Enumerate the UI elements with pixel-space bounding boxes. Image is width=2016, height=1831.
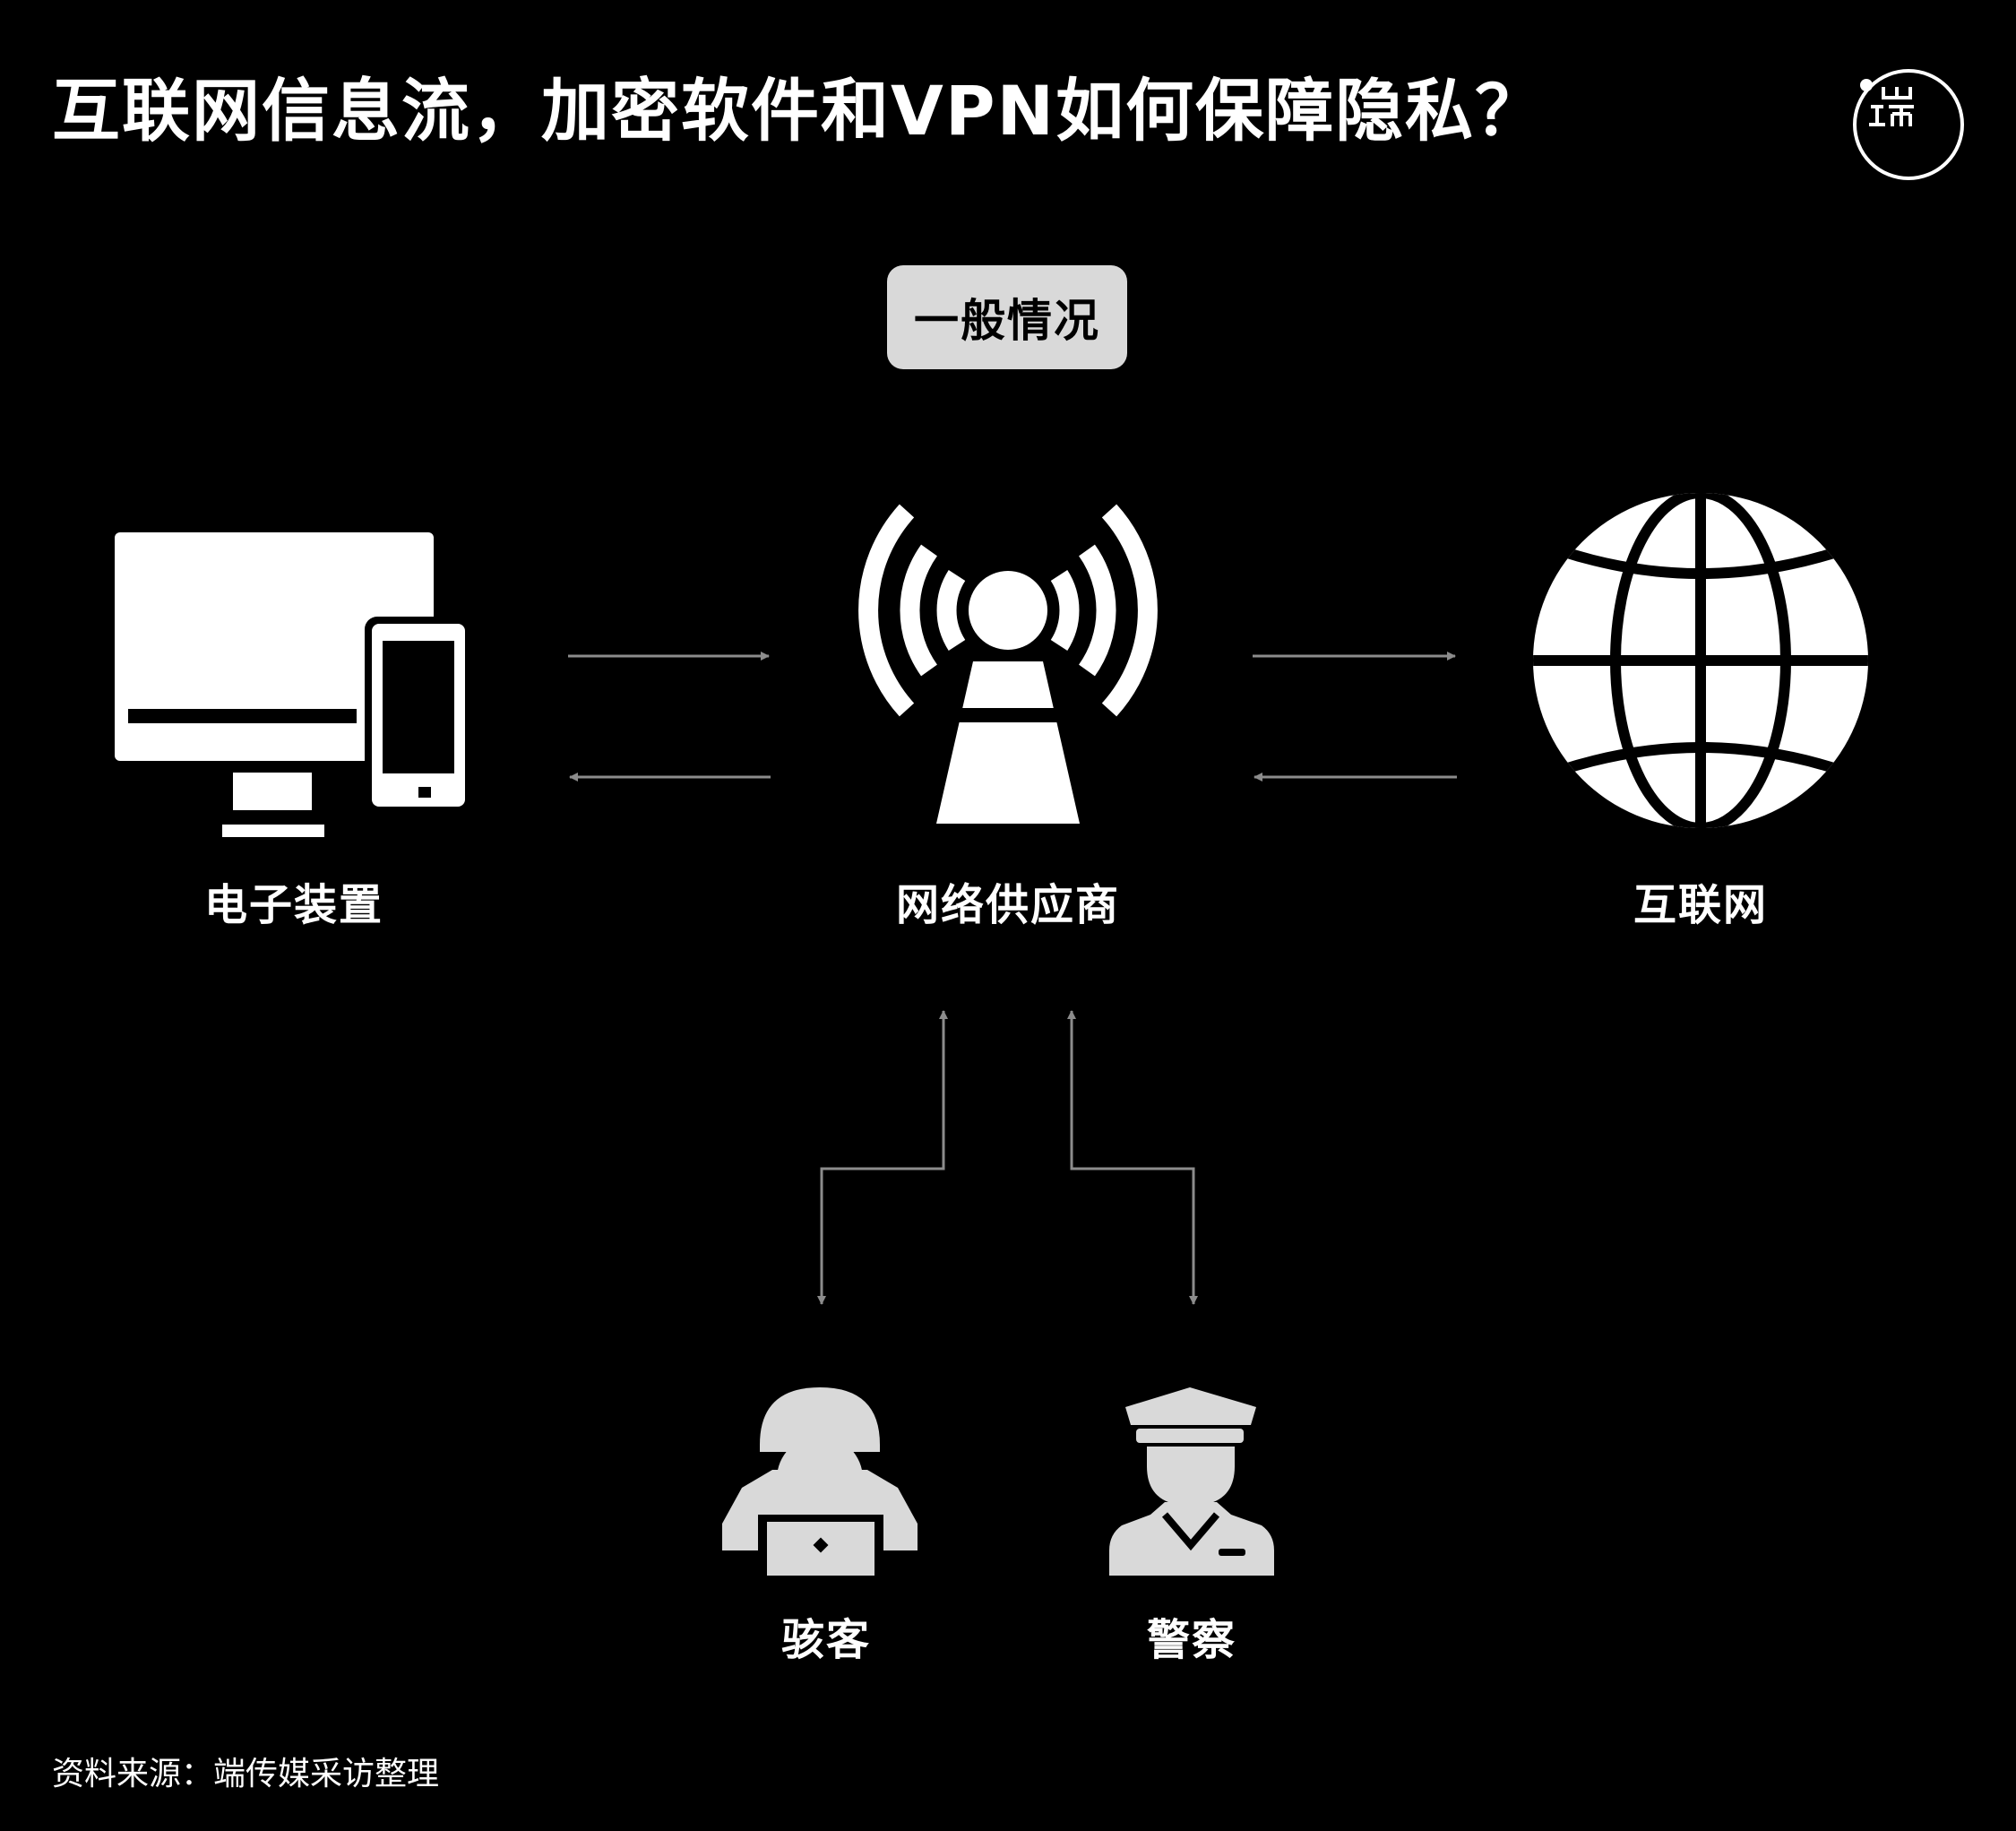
radio-tower-icon	[858, 504, 1158, 824]
police-officer-icon	[1109, 1387, 1274, 1576]
internet-label: 互联网	[1633, 880, 1768, 930]
hacker-label: 骇客	[780, 1615, 871, 1665]
source-note: 资料来源：端传媒采访整理	[52, 1756, 440, 1792]
hacker-icon	[722, 1387, 918, 1579]
isp-label: 网络供应商	[895, 880, 1120, 930]
arrow-isp-to-police	[1072, 1167, 1198, 1305]
police-label: 警察	[1146, 1615, 1236, 1665]
duan-media-logo-icon	[1853, 69, 1964, 180]
arrow-isp-to-hacker	[817, 1167, 943, 1305]
device-label: 电子装置	[203, 880, 383, 930]
computer-and-phone-icon	[115, 532, 472, 837]
general-case-badge: 一般情况	[887, 265, 1127, 369]
arrow-hacker-to-isp	[822, 1010, 948, 1170]
arrow-police-to-isp	[1067, 1010, 1193, 1170]
page-title: 互联网信息流，加密软件和VPN如何保障隐私？	[52, 71, 1546, 151]
flow-arrows	[568, 652, 1457, 1305]
globe-icon	[1533, 493, 1868, 828]
